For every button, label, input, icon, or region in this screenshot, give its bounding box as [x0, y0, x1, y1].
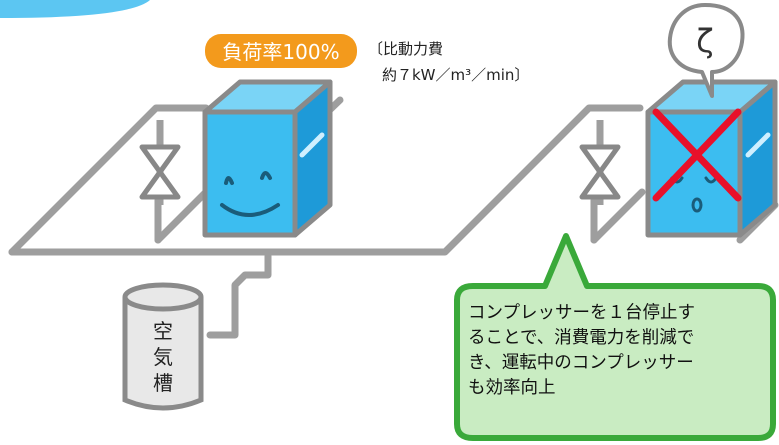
tank-label-char: 空	[153, 319, 173, 343]
savings-callout: コンプレッサーを１台停止す ることで、消費電力を削減で き、運転中のコンプレッサ…	[454, 233, 776, 441]
air-tank: 空 気 槽	[122, 282, 204, 411]
callout-line: コンプレッサーを１台停止す	[468, 303, 695, 323]
sleep-glyph: ζ	[696, 22, 713, 60]
compressor-stopped	[645, 79, 778, 238]
callout-line: ることで、消費電力を削減で	[468, 328, 694, 348]
cross-icon	[652, 108, 742, 202]
spec-line-2: 約７kW／m³／min〕	[382, 66, 529, 84]
callout-line: も効率向上	[468, 378, 556, 398]
valve-icon	[579, 120, 621, 205]
callout-line: き、運転中のコンプレッサー	[468, 353, 694, 373]
load-rate-text: 負荷率100%	[222, 40, 339, 64]
compressor-running	[202, 79, 333, 238]
pipe-network	[8, 96, 779, 339]
smiling-face-icon	[220, 171, 280, 217]
tank-label-char: 槽	[153, 371, 173, 395]
spec-line-1: 〔比動力費	[368, 40, 443, 58]
load-rate-badge: 負荷率100%	[205, 34, 357, 68]
valve-icon	[139, 120, 181, 205]
sleep-speech-icon: ζ	[667, 3, 745, 98]
header-arc-decoration	[0, 0, 150, 18]
tank-label-char: 気	[153, 345, 173, 369]
